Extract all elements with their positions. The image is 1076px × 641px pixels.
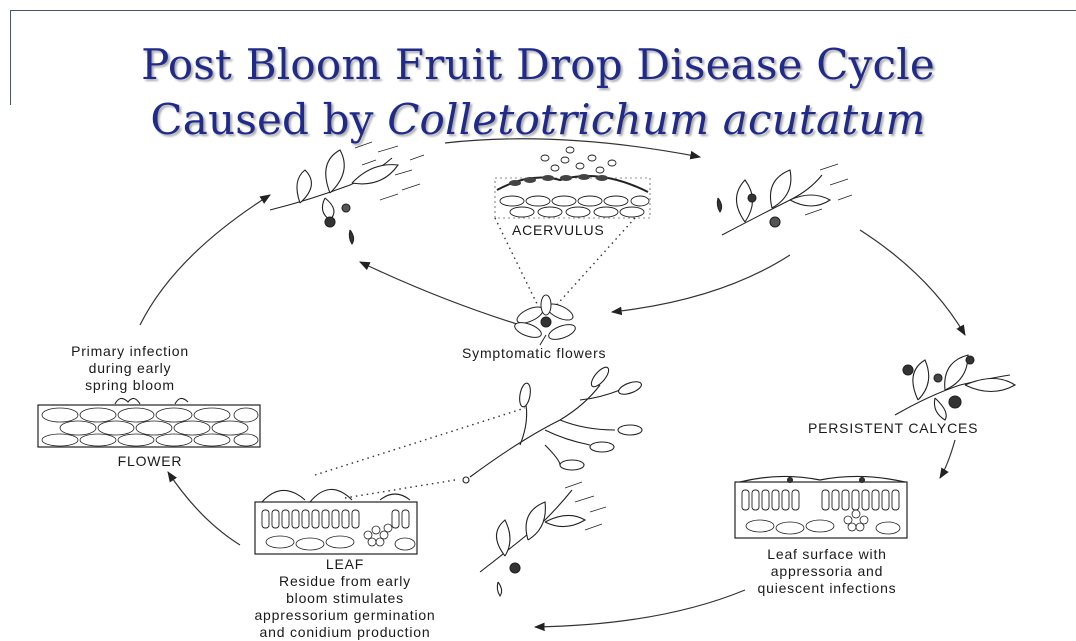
leaf-surface-illustration: [735, 476, 907, 538]
infected-shoot-top-right-illustration: [717, 164, 852, 235]
arrow-leaf-to-flower: [168, 472, 240, 545]
label-leaf: LEAF Residue from early bloom stimulates…: [225, 556, 465, 641]
leaf-surface-line3: quiescent infections: [722, 580, 932, 597]
label-symptomatic-flowers: Symptomatic flowers: [462, 345, 606, 362]
label-acervulus: ACERVULUS: [512, 222, 605, 239]
primary-infection-line2: during early: [30, 360, 230, 377]
infected-shoot-top-left-illustration: [270, 142, 424, 244]
flower-tissue-illustration: [38, 398, 260, 447]
residue-line1: Residue from early: [225, 573, 465, 590]
leaf-surface-line2: appressoria and: [722, 563, 932, 580]
residue-line4: and conidium production: [225, 624, 465, 641]
infected-shoot-bottom-illustration: [480, 482, 606, 596]
label-flower: FLOWER: [90, 453, 210, 470]
persistent-calyces-illustration: [895, 355, 1015, 420]
leaf-title: LEAF: [225, 556, 465, 573]
leaf-cross-section-illustration: [255, 489, 417, 554]
arrow-bottom: [535, 590, 745, 627]
leaf-surface-line1: Leaf surface with: [722, 546, 932, 563]
arrow-left-up: [140, 195, 270, 325]
dotted-line-leaf-top: [315, 408, 525, 475]
arrow-symptomatic-to-left: [360, 262, 520, 325]
label-primary-infection: Primary infection during early spring bl…: [30, 343, 230, 394]
primary-infection-line3: spring bloom: [30, 377, 230, 394]
label-persistent-calyces: PERSISTENT CALYCES: [808, 420, 978, 437]
symptomatic-flower-illustration: [513, 295, 577, 345]
dotted-line-leaf-bottom: [345, 480, 455, 498]
germinating-conidia-illustration: [463, 365, 643, 483]
arrow-calyces-to-leafsurface: [940, 440, 955, 478]
label-leaf-surface: Leaf surface with appressoria and quiesc…: [722, 546, 932, 597]
primary-infection-line1: Primary infection: [30, 343, 230, 360]
arrow-right-to-symptomatic: [612, 255, 790, 312]
residue-line2: bloom stimulates: [225, 590, 465, 607]
residue-line3: appressorium germination: [225, 607, 465, 624]
acervulus-illustration: [495, 147, 650, 218]
arrow-right-down: [860, 230, 965, 335]
